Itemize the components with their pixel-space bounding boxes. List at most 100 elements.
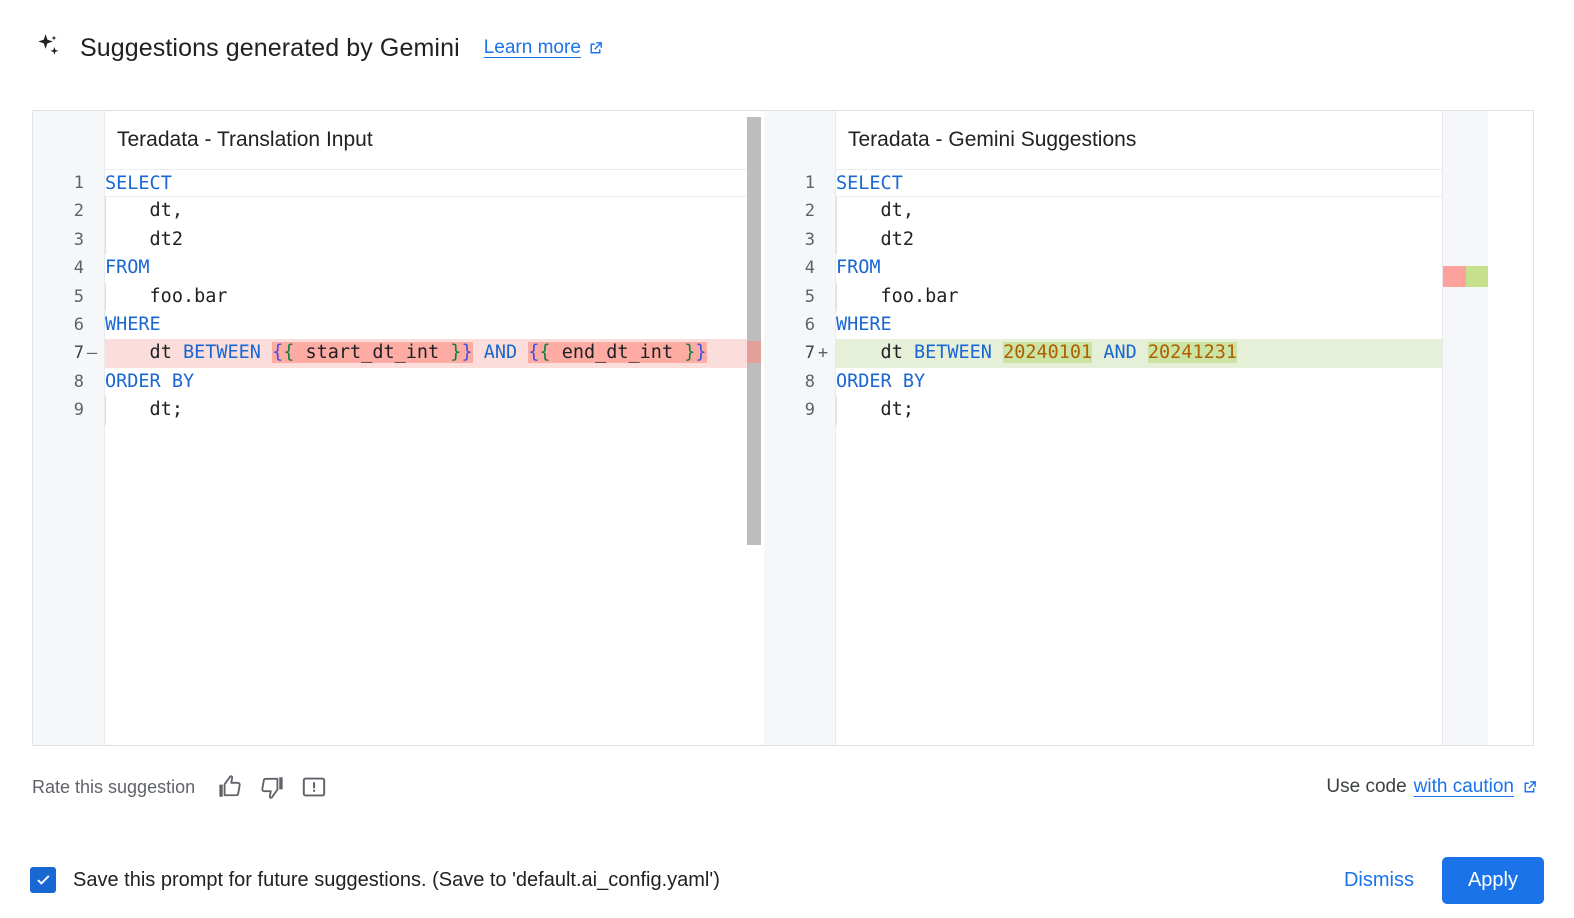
- checkmark-icon: [36, 874, 50, 885]
- diff-pane-divider: [761, 111, 764, 745]
- code-area-original[interactable]: Teradata - Translation Input SELECT dt, …: [105, 111, 761, 745]
- gutter-line: 3: [764, 226, 835, 254]
- rate-label: Rate this suggestion: [32, 776, 196, 797]
- code-line: ORDER BY: [105, 370, 195, 392]
- added-value-end: 20241231: [1147, 342, 1237, 364]
- diff-overview-ruler[interactable]: [1442, 111, 1488, 745]
- scrollbar-vertical-left[interactable]: [747, 111, 761, 745]
- gutter-line: 1: [764, 169, 835, 197]
- line-number-gutter-right: 1 2 3 4 5 6 7+ 8 9: [764, 111, 836, 745]
- code-line: dt,: [105, 197, 761, 227]
- gutter-line: 9: [33, 396, 104, 424]
- gutter-line: 1: [33, 169, 104, 197]
- code-line: WHERE: [105, 313, 161, 335]
- panel-header: Suggestions generated by Gemini Learn mo…: [0, 0, 1574, 96]
- open-in-new-icon: [587, 40, 604, 57]
- line-number: 9: [73, 400, 84, 421]
- gutter-line: 8: [764, 368, 835, 396]
- apply-button[interactable]: Apply: [1441, 856, 1544, 904]
- code-line: WHERE: [836, 313, 892, 335]
- diff-pane-original: 1 2 3 4 5 6 7— 8 9 Teradata - Translatio…: [33, 111, 761, 745]
- code-line: dt2: [836, 225, 1488, 255]
- code-line-deleted: dt BETWEEN {{ start_dt_int }} AND {{ end…: [105, 339, 761, 368]
- line-number: 6: [804, 314, 815, 335]
- line-number: 7: [804, 343, 815, 364]
- gutter-line-deleted: 7—: [33, 339, 104, 367]
- code-line: SELECT: [836, 169, 1488, 198]
- dismiss-button[interactable]: Dismiss: [1326, 858, 1432, 903]
- thumb-up-icon[interactable]: [217, 774, 243, 800]
- diff-marker-delete: —: [86, 343, 98, 364]
- save-prompt-checkbox[interactable]: Save this prompt for future suggestions.…: [30, 867, 720, 893]
- scrollbar-delete-marker: [747, 341, 761, 363]
- learn-more-link[interactable]: Learn more: [484, 37, 604, 59]
- code-line: FROM: [105, 257, 150, 279]
- feedback-row: Rate this suggestion: [0, 762, 1574, 812]
- code-line: ORDER BY: [836, 370, 926, 392]
- code-lines-original: SELECT dt, dt2 FROM foo.bar WHERE dt BET…: [105, 169, 761, 425]
- thumb-down-icon[interactable]: [259, 774, 285, 800]
- line-number: 2: [804, 201, 815, 222]
- line-number: 7: [73, 343, 84, 364]
- code-line-added: dt BETWEEN 20240101 AND 20241231: [836, 339, 1488, 368]
- code-line: foo.bar: [836, 282, 1488, 312]
- line-number: 5: [804, 286, 815, 307]
- use-code-note: Use code with caution: [1326, 776, 1538, 798]
- gutter-line: 2: [33, 197, 104, 225]
- diff-pane-modified: 1 2 3 4 5 6 7+ 8 9 Teradata - Gemini Sug…: [764, 111, 1488, 745]
- overview-delete-marker: [1443, 266, 1466, 287]
- code-line: dt,: [836, 197, 1488, 227]
- code-line: dt;: [836, 396, 1488, 425]
- use-code-prefix: Use code: [1326, 776, 1407, 797]
- line-number: 9: [804, 400, 815, 421]
- line-number: 1: [804, 173, 815, 193]
- gutter-line: 8: [33, 368, 104, 396]
- gutter-line: 6: [764, 311, 835, 339]
- diff-marker-add: +: [817, 343, 829, 364]
- code-line: dt2: [105, 225, 761, 255]
- gutter-line: 6: [33, 311, 104, 339]
- line-number: 8: [804, 371, 815, 392]
- code-line: foo.bar: [105, 282, 761, 312]
- checkbox-checked-box[interactable]: [30, 867, 56, 893]
- footer-actions-row: Save this prompt for future suggestions.…: [0, 842, 1574, 918]
- line-number-gutter-left: 1 2 3 4 5 6 7— 8 9: [33, 111, 105, 745]
- code-area-modified[interactable]: Teradata - Gemini Suggestions SELECT dt,…: [836, 111, 1488, 745]
- report-feedback-icon[interactable]: [301, 774, 327, 800]
- gutter-line-added: 7+: [764, 339, 835, 367]
- gutter-line: 4: [33, 254, 104, 282]
- save-prompt-label: Save this prompt for future suggestions.…: [73, 868, 720, 891]
- gutter-line: 4: [764, 254, 835, 282]
- line-number: 4: [73, 258, 84, 279]
- learn-more-label: Learn more: [483, 37, 581, 58]
- use-code-caution-link[interactable]: with caution: [1413, 776, 1514, 797]
- code-line: SELECT: [105, 169, 761, 198]
- line-number: 8: [73, 371, 84, 392]
- gutter-line: 3: [33, 226, 104, 254]
- rate-icons: [217, 774, 327, 800]
- gutter-line: 5: [764, 283, 835, 311]
- open-in-new-icon[interactable]: [1521, 779, 1538, 796]
- line-number: 3: [804, 229, 815, 250]
- pane-title-modified: Teradata - Gemini Suggestions: [836, 111, 1488, 169]
- page-title: Suggestions generated by Gemini: [80, 33, 460, 62]
- line-number: 5: [73, 286, 84, 307]
- code-line: dt;: [105, 396, 761, 425]
- code-line: FROM: [836, 257, 881, 279]
- line-number: 6: [73, 314, 84, 335]
- diff-editor: 1 2 3 4 5 6 7— 8 9 Teradata - Translatio…: [32, 110, 1534, 746]
- scrollbar-thumb[interactable]: [747, 117, 761, 545]
- gutter-line: 2: [764, 197, 835, 225]
- line-number: 2: [73, 201, 84, 222]
- gutter-line: 9: [764, 396, 835, 424]
- code-lines-modified: SELECT dt, dt2 FROM foo.bar WHERE dt BET…: [836, 169, 1488, 425]
- overview-add-marker: [1466, 266, 1488, 287]
- line-number: 4: [804, 258, 815, 279]
- added-value-start: 20240101: [1003, 342, 1093, 364]
- gutter-line: 5: [33, 283, 104, 311]
- footer-buttons: Dismiss Apply: [1326, 856, 1544, 904]
- line-number: 1: [73, 173, 84, 193]
- pane-title-original: Teradata - Translation Input: [105, 111, 761, 169]
- line-number: 3: [73, 229, 84, 250]
